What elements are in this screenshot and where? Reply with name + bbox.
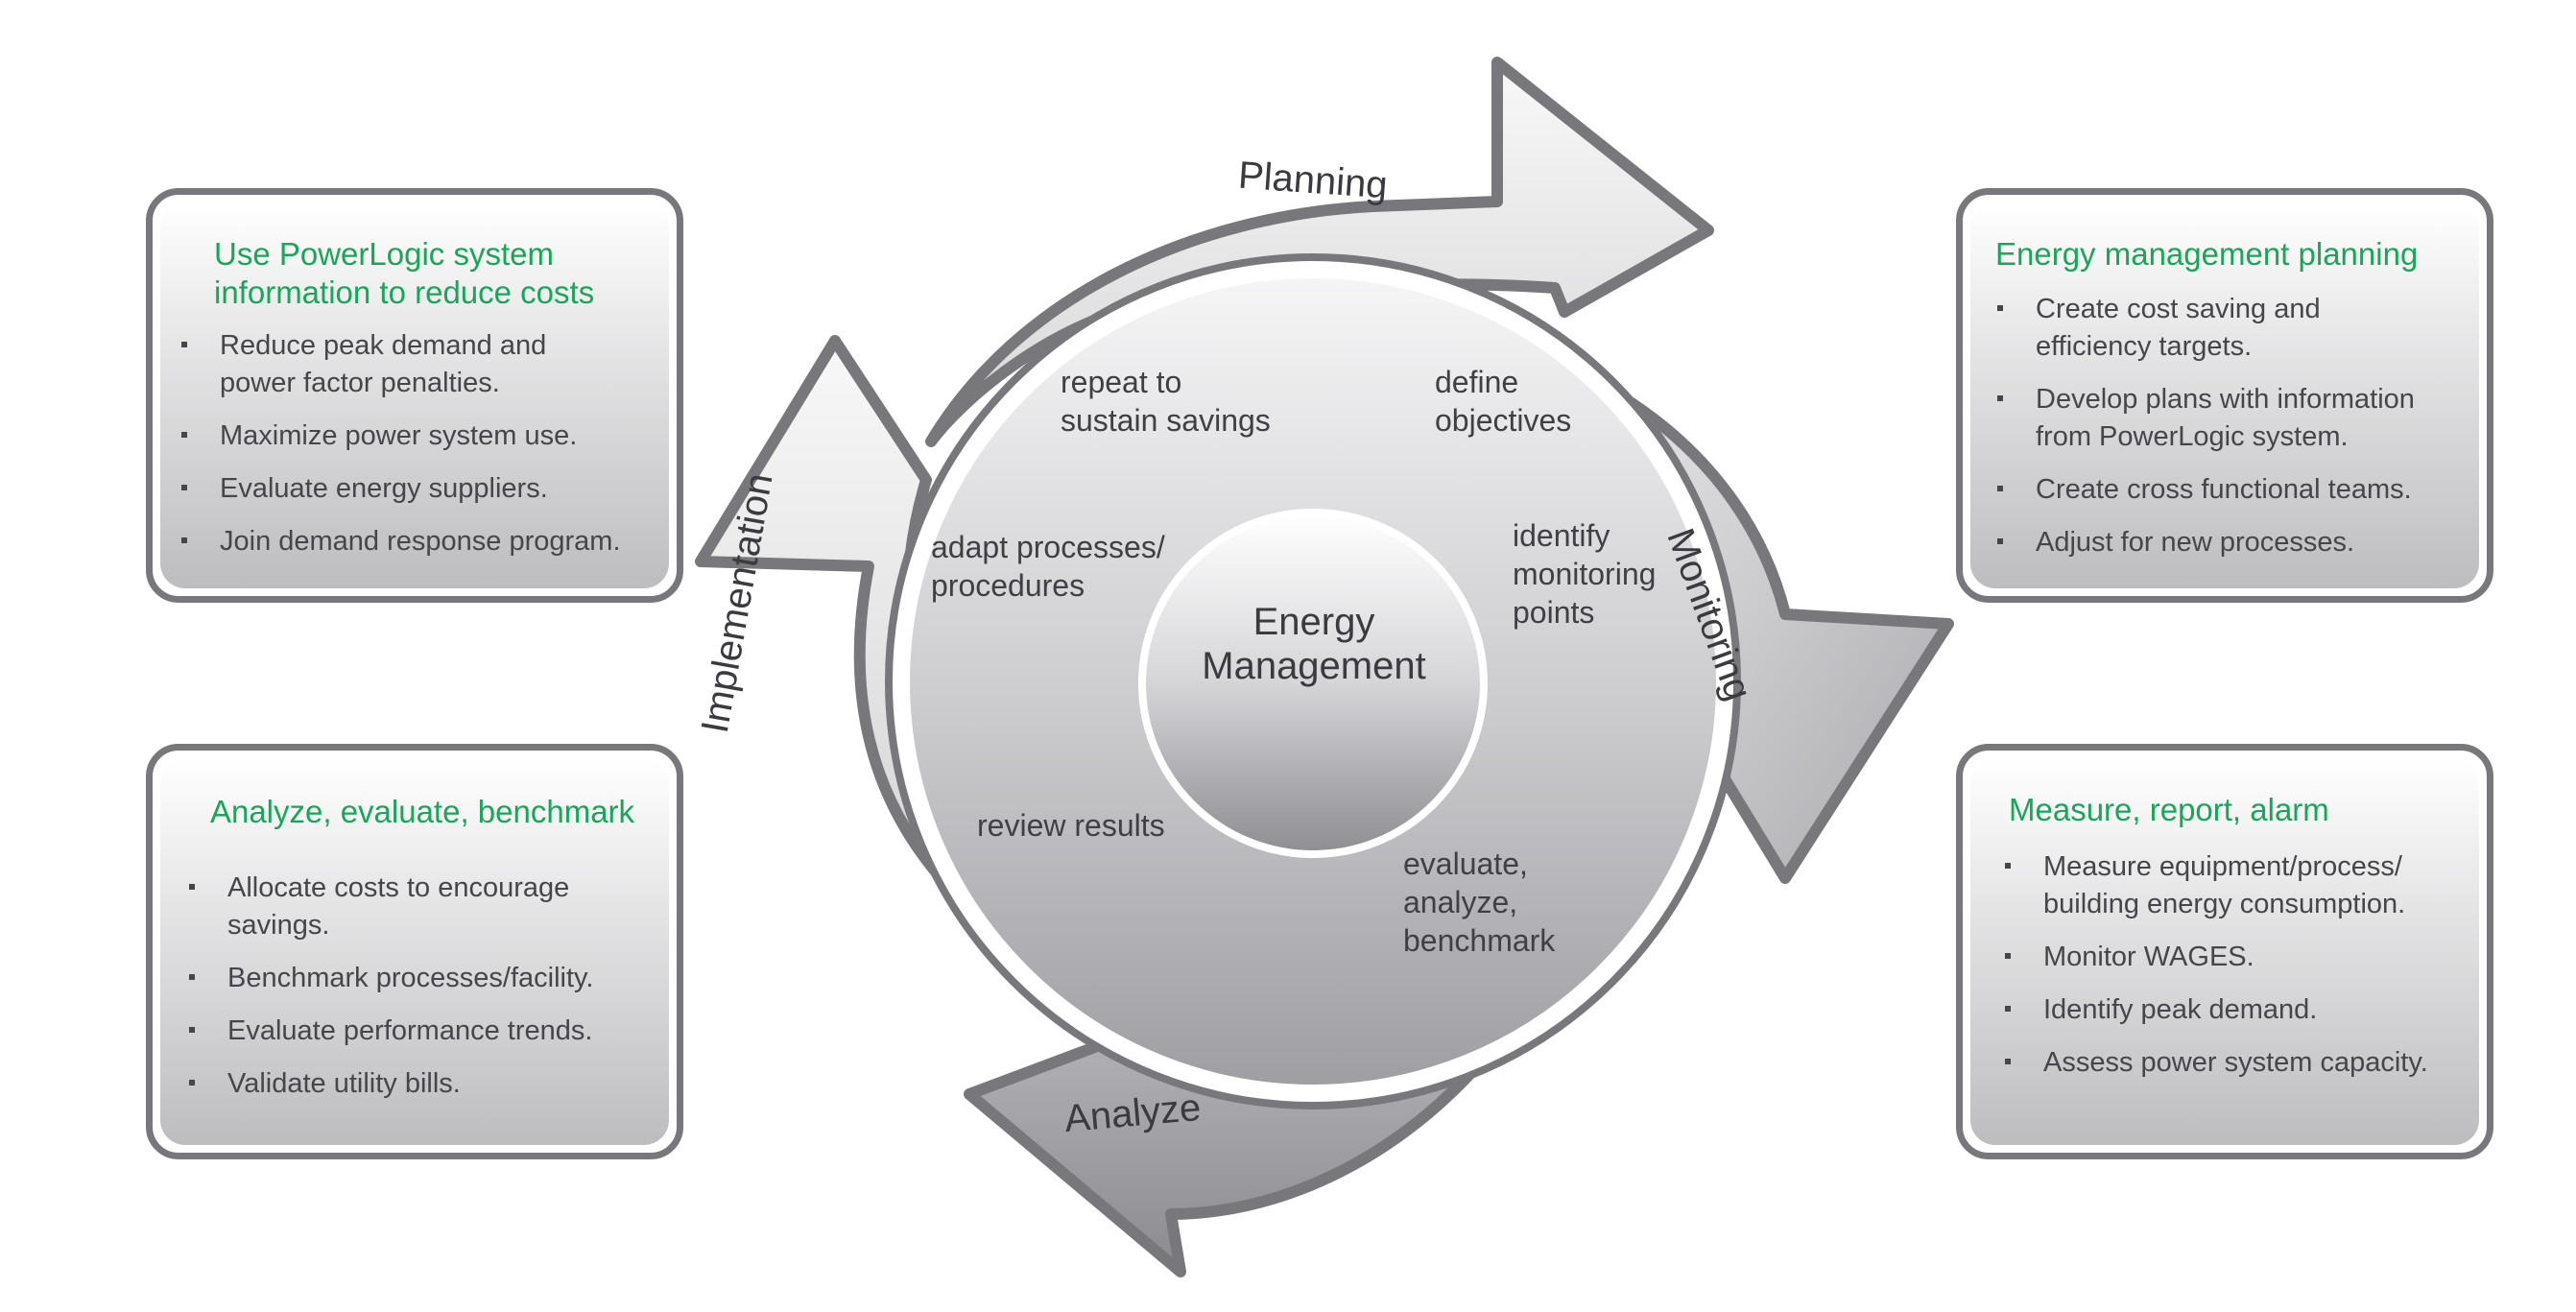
bullet-icon <box>181 537 187 543</box>
bullet-icon <box>181 485 187 490</box>
box-title: Analyze, evaluate, benchmark <box>209 794 635 829</box>
bullet-icon <box>1997 538 2003 544</box>
step-define: define objectives <box>1435 365 1572 438</box>
list-item: Monitor WAGES. <box>2005 939 2450 976</box>
list-item: Adjust for new processes. <box>1997 524 2450 561</box>
step-evaluate: evaluate, analyze, benchmark <box>1403 847 1556 958</box>
bullet-icon <box>181 342 187 347</box>
list-item: Measure equipment/process/ building ener… <box>2005 848 2450 923</box>
bullet-icon <box>1997 395 2003 401</box>
list-item: Join demand response program. <box>181 523 640 561</box>
box-reduce-costs: Use PowerLogic system information to red… <box>146 188 683 603</box>
step-adapt: adapt processes/ procedures <box>931 530 1165 603</box>
step-repeat: repeat to sustain savings <box>1061 365 1271 438</box>
step-review: review results <box>977 808 1165 843</box>
bullet-icon <box>2005 953 2011 959</box>
center-label-line1: Energy <box>1252 601 1375 643</box>
bullet-icon <box>1997 486 2003 491</box>
list-item: Develop plans with information from Powe… <box>1997 381 2450 456</box>
bullet-icon <box>2005 1006 2011 1012</box>
box-measure-report: Measure, report, alarm Measure equipment… <box>1956 744 2493 1159</box>
step-identify: identify monitoring points <box>1513 518 1657 630</box>
list-item: Reduce peak demand and power factor pena… <box>181 327 640 402</box>
bullet-icon <box>1997 305 2003 311</box>
list-item: Allocate costs to encourage savings. <box>189 870 640 944</box>
bullet-list: Measure equipment/process/ building ener… <box>2005 848 2450 1082</box>
list-item: Assess power system capacity. <box>2005 1044 2450 1082</box>
box-title: Measure, report, alarm <box>2009 792 2329 827</box>
list-item: Benchmark processes/facility. <box>189 960 640 997</box>
bullet-icon <box>2005 1059 2011 1064</box>
list-item: Maximize power system use. <box>181 417 640 455</box>
box-title: Energy management planning <box>1995 236 2419 272</box>
center-label: Energy Management <box>1170 600 1458 688</box>
bullet-icon <box>181 432 187 438</box>
list-item: Create cross functional teams. <box>1997 471 2450 509</box>
list-item: Evaluate performance trends. <box>189 1013 640 1050</box>
center-hub <box>1138 509 1488 858</box>
center-label-line2: Management <box>1202 645 1426 687</box>
bullet-icon <box>189 974 195 980</box>
list-item: Validate utility bills. <box>189 1065 640 1103</box>
box-analyze-evaluate: Analyze, evaluate, benchmark Allocate co… <box>146 744 683 1159</box>
bullet-list: Allocate costs to encourage savings. Ben… <box>189 870 640 1103</box>
list-item: Create cost saving and efficiency target… <box>1997 291 2450 366</box>
bullet-icon <box>189 1027 195 1033</box>
bullet-list: Create cost saving and efficiency target… <box>1997 291 2450 561</box>
box-energy-planning: Energy management planning Create cost s… <box>1956 188 2493 603</box>
box-title: Use PowerLogic system information to red… <box>214 236 595 310</box>
list-item: Identify peak demand. <box>2005 991 2450 1029</box>
bullet-icon <box>2005 863 2011 869</box>
bullet-list: Reduce peak demand and power factor pena… <box>181 327 640 561</box>
bullet-icon <box>189 884 195 890</box>
bullet-icon <box>189 1080 195 1085</box>
list-item: Evaluate energy suppliers. <box>181 470 640 508</box>
